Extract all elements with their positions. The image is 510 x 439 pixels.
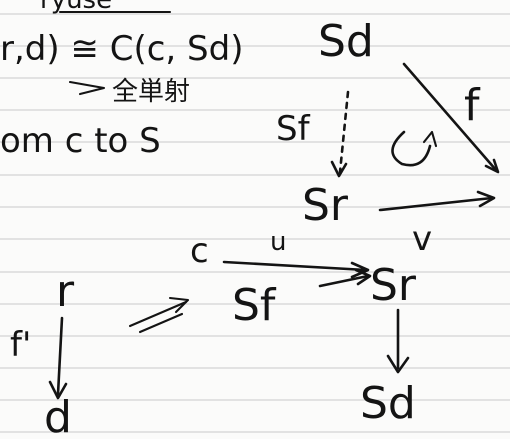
d-label: d (44, 392, 72, 439)
f-arrow (402, 62, 498, 172)
maps-to-arrowhead (168, 296, 190, 314)
u-arrowhead (350, 261, 370, 279)
Sf-to-Sr-arrowhead (354, 268, 372, 286)
Sd-top: Sd (318, 16, 374, 67)
r-label: r (56, 266, 75, 317)
Sf-arrowhead (330, 160, 348, 178)
v-arrow (378, 196, 494, 212)
v-arrowhead (476, 190, 496, 208)
Sf-label: Sf (276, 109, 311, 149)
Sf-bottom: Sf (232, 280, 277, 331)
maps-to-arrow (128, 300, 188, 334)
f-arrowhead (484, 158, 500, 174)
f-prime-arrow (56, 316, 64, 396)
Sf-to-Sr-arrow (318, 274, 370, 288)
bijection-kanji: 全単射 (112, 77, 190, 107)
f-label: f (464, 80, 481, 131)
from-c-to-S: om c to S (0, 121, 161, 161)
Sf-dashed-arrow (338, 90, 350, 174)
c-label: c (190, 231, 209, 271)
ruled-lines (0, 13, 510, 433)
commute-arrowhead (422, 130, 438, 148)
v-label: v (412, 219, 432, 259)
iso-statement: r,d) ≅ C(c, Sd) (0, 29, 243, 69)
Sr-middle: Sr (302, 180, 349, 231)
f-prime-arrowhead (48, 380, 68, 400)
commute-circle (391, 130, 432, 167)
Sd-bottom: Sd (360, 378, 416, 429)
f-prime-label: f' (10, 325, 31, 365)
kanji-arrow (68, 80, 106, 96)
Sr-bottom: Sr (370, 260, 417, 311)
u-label: u (270, 227, 286, 257)
Sr-to-Sd-arrowhead (386, 354, 410, 374)
u-arrow (222, 260, 368, 272)
